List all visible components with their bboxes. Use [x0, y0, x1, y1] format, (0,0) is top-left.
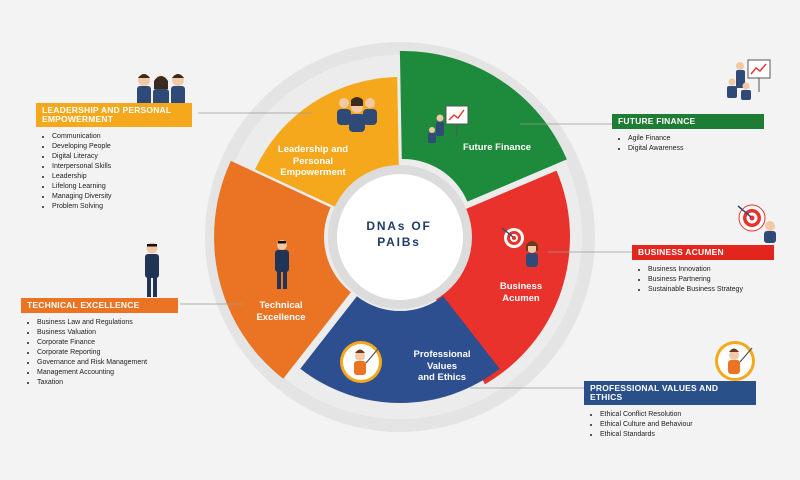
acumen-target-icon	[737, 204, 776, 243]
list-future-finance: Agile FinanceDigital Awareness	[612, 134, 764, 154]
list-item: Problem Solving	[52, 202, 196, 212]
panel-professional-values: PROFESSIONAL VALUES AND ETHICS Ethical C…	[584, 381, 756, 440]
list-item: Business Innovation	[648, 265, 774, 275]
list-item: Ethical Standards	[600, 430, 756, 440]
panel-header-future-finance: FUTURE FINANCE	[612, 114, 764, 129]
list-leadership: CommunicationDeveloping PeopleDigital Li…	[36, 132, 196, 212]
professional-teacher-icon	[715, 341, 755, 381]
list-item: Governance and Risk Management	[37, 358, 199, 368]
list-item: Business Valuation	[37, 328, 199, 338]
presentation-board-icon	[428, 105, 469, 143]
technical-businessman-icon	[145, 242, 159, 297]
list-item: Corporate Reporting	[37, 348, 199, 358]
segment-label-technical-excellence: Technical Excellence	[256, 300, 306, 323]
list-item: Business Law and Regulations	[37, 318, 199, 328]
list-item: Agile Finance	[628, 134, 764, 144]
panel-technical-excellence: TECHNICAL EXCELLENCE Business Law and Re…	[21, 298, 199, 388]
list-item: Communication	[52, 132, 196, 142]
list-item: Taxation	[37, 378, 199, 388]
panel-header-technical-excellence: TECHNICAL EXCELLENCE	[21, 298, 178, 313]
list-business-acumen: Business InnovationBusiness PartneringSu…	[632, 265, 774, 295]
teacher-pointer-icon	[340, 341, 382, 383]
list-item: Developing People	[52, 142, 196, 152]
list-item: Managing Diversity	[52, 192, 196, 202]
list-item: Digital Literacy	[52, 152, 196, 162]
list-item: Ethical Conflict Resolution	[600, 410, 756, 420]
future-finance-meeting-icon	[727, 59, 771, 100]
list-item: Sustainable Business Strategy	[648, 285, 774, 295]
panel-header-professional-values: PROFESSIONAL VALUES AND ETHICS	[584, 381, 756, 405]
list-item: Management Accounting	[37, 368, 199, 378]
hub-circle	[337, 174, 463, 300]
panel-leadership: LEADERSHIP AND PERSONAL EMPOWERMENT Comm…	[36, 103, 196, 212]
list-item: Digital Awareness	[628, 144, 764, 154]
list-item: Leadership	[52, 172, 196, 182]
list-item: Corporate Finance	[37, 338, 199, 348]
target-woman-icon	[501, 227, 538, 267]
list-item: Ethical Culture and Behaviour	[600, 420, 756, 430]
list-item: Business Partnering	[648, 275, 774, 285]
segment-future-finance[interactable]	[399, 50, 567, 202]
segment-label-future-finance: Future Finance	[462, 142, 532, 153]
list-professional-values: Ethical Conflict ResolutionEthical Cultu…	[584, 410, 756, 440]
panel-future-finance: FUTURE FINANCE Agile FinanceDigital Awar…	[612, 114, 764, 154]
segment-label-leadership: Leadership and Personal Empowerment	[277, 144, 349, 178]
segment-label-business-acumen: Business Acumen	[499, 281, 543, 304]
panel-header-business-acumen: BUSINESS ACUMEN	[632, 245, 774, 260]
segment-leadership[interactable]	[255, 77, 399, 208]
list-technical-excellence: Business Law and RegulationsBusiness Val…	[21, 318, 199, 388]
list-item: Interpersonal Skills	[52, 162, 196, 172]
panel-header-leadership: LEADERSHIP AND PERSONAL EMPOWERMENT	[36, 103, 192, 127]
people-group-icon	[337, 97, 377, 132]
segment-label-professional-values: Professional Values and Ethics	[413, 349, 471, 383]
leadership-team-icon	[137, 74, 185, 109]
center-title: DNAs OF PAIBs	[366, 219, 432, 249]
panel-business-acumen: BUSINESS ACUMEN Business InnovationBusin…	[632, 245, 774, 295]
standing-businessman-icon	[275, 240, 289, 289]
list-item: Lifelong Learning	[52, 182, 196, 192]
